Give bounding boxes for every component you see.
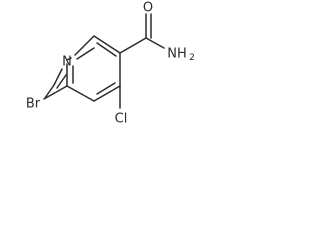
bond-c6-br [43, 85, 68, 100]
bond-c4-c5-inner [96, 82, 116, 95]
bond-carbonyl-n [145, 37, 165, 49]
bond-c4-c5 [93, 85, 121, 102]
bond-n1-c6-single [53, 68, 63, 86]
chlorine-label: Cl [115, 112, 128, 127]
bond-c2-c3 [93, 35, 121, 54]
bond-c3-carbonyl [119, 37, 147, 54]
bond-n1-c6-single2 [44, 84, 55, 99]
bond-n1-c2-single [66, 57, 72, 61]
amide-nh-label: NH [167, 47, 187, 62]
bond-n1-c6 [56, 74, 67, 89]
bond-c5-c6 [66, 85, 95, 102]
ring-nitrogen-label: N [62, 55, 72, 70]
bond-c2-c3-inner [96, 42, 117, 57]
bond-n1-c2 [74, 35, 95, 56]
carbonyl-oxygen-label: O [143, 1, 153, 16]
amide-h-count-label: 2 [189, 53, 195, 63]
bromine-label: Br [26, 97, 41, 112]
structure-diagram: N Br Cl O NH 2 [26, 1, 195, 127]
bond-n1-c2-single [76, 47, 95, 60]
